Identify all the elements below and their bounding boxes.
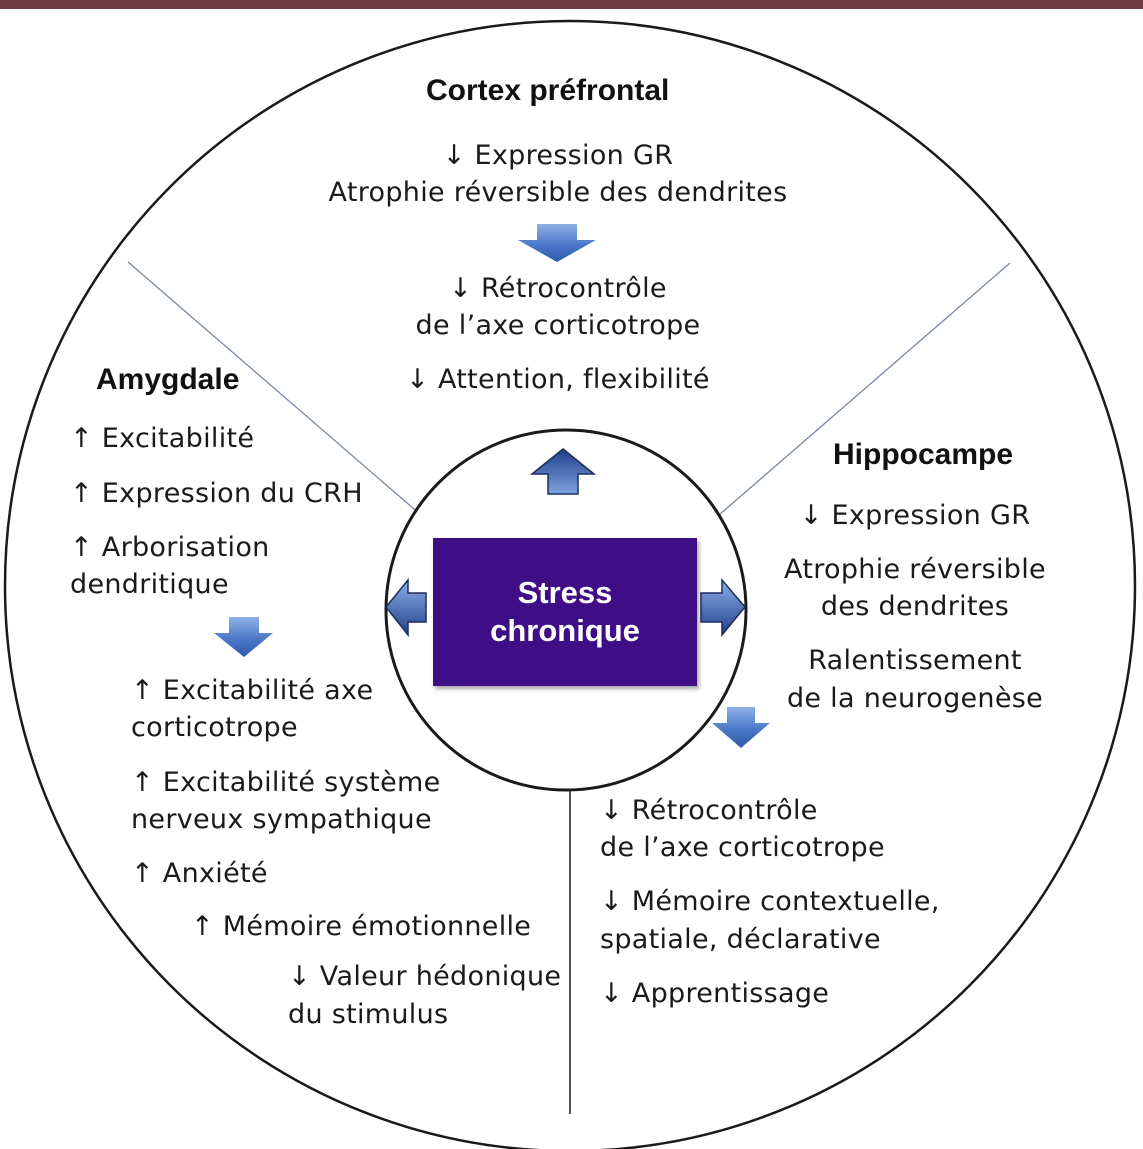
cortex-line: Atrophie réversible des dendrites [328, 177, 788, 208]
divider-left [127, 261, 422, 516]
amygdale-line: ↑ Excitabilité axe [131, 675, 374, 706]
hippocampe-line: de l’axe corticotrope [600, 832, 885, 863]
hippocampe-line: ↓ Apprentissage [600, 978, 830, 1009]
cortex-line: ↓ Expression GR [442, 140, 674, 171]
left-arrow [385, 577, 427, 638]
hippocampe-down-arrow [712, 707, 770, 748]
cortex-down-arrow [518, 224, 596, 262]
hippocampe-line: Atrophie réversible [784, 554, 1046, 585]
amygdale-line: du stimulus [288, 999, 449, 1030]
amygdale-title: Amygdale [96, 363, 240, 396]
up-arrow [529, 448, 597, 495]
hippocampe-title: Hippocampe [833, 438, 1014, 471]
amygdale-line: ↑ Expression du CRH [70, 478, 363, 509]
cortex-line: ↓ Rétrocontrôle [449, 273, 667, 304]
amygdale-line: corticotrope [131, 712, 298, 743]
hippocampe-line: ↓ Rétrocontrôle [600, 795, 818, 826]
amygdale-line: ↑ Anxiété [131, 858, 268, 889]
amygdale-line: ↓ Valeur hédonique [288, 961, 562, 992]
top-accent-bar [0, 0, 1143, 9]
hippocampe-line: ↓ Mémoire contextuelle, [600, 886, 940, 917]
hippocampe-line: des dendrites [820, 591, 1010, 622]
center-label-line2: chronique [490, 613, 640, 648]
amygdale-line: ↑ Mémoire émotionnelle [191, 911, 532, 942]
stress-chronique-box: Stress chronique [433, 538, 697, 686]
right-arrow [700, 577, 746, 638]
divider-right [718, 262, 1011, 516]
hippocampe-line: Ralentissement [808, 645, 1022, 676]
cortex-line: ↓ Attention, flexibilité [406, 364, 710, 395]
hippocampe-line: ↓ Expression GR [799, 500, 1031, 531]
cortex-line: de l’axe corticotrope [415, 310, 701, 341]
hippocampe-line: de la neurogenèse [786, 683, 1044, 714]
center-label-line1: Stress [517, 575, 613, 610]
amygdale-line: ↑ Excitabilité système [131, 767, 441, 798]
amygdale-line: dendritique [70, 569, 229, 600]
amygdale-line: ↑ Excitabilité [70, 423, 255, 454]
cortex-title: Cortex préfrontal [426, 74, 670, 107]
outer-circle [3, 19, 1137, 1149]
amygdale-line: nerveux sympathique [131, 804, 432, 835]
amygdale-down-arrow [214, 617, 273, 657]
amygdale-line: ↑ Arborisation [70, 532, 270, 563]
hippocampe-line: spatiale, déclarative [600, 924, 881, 955]
